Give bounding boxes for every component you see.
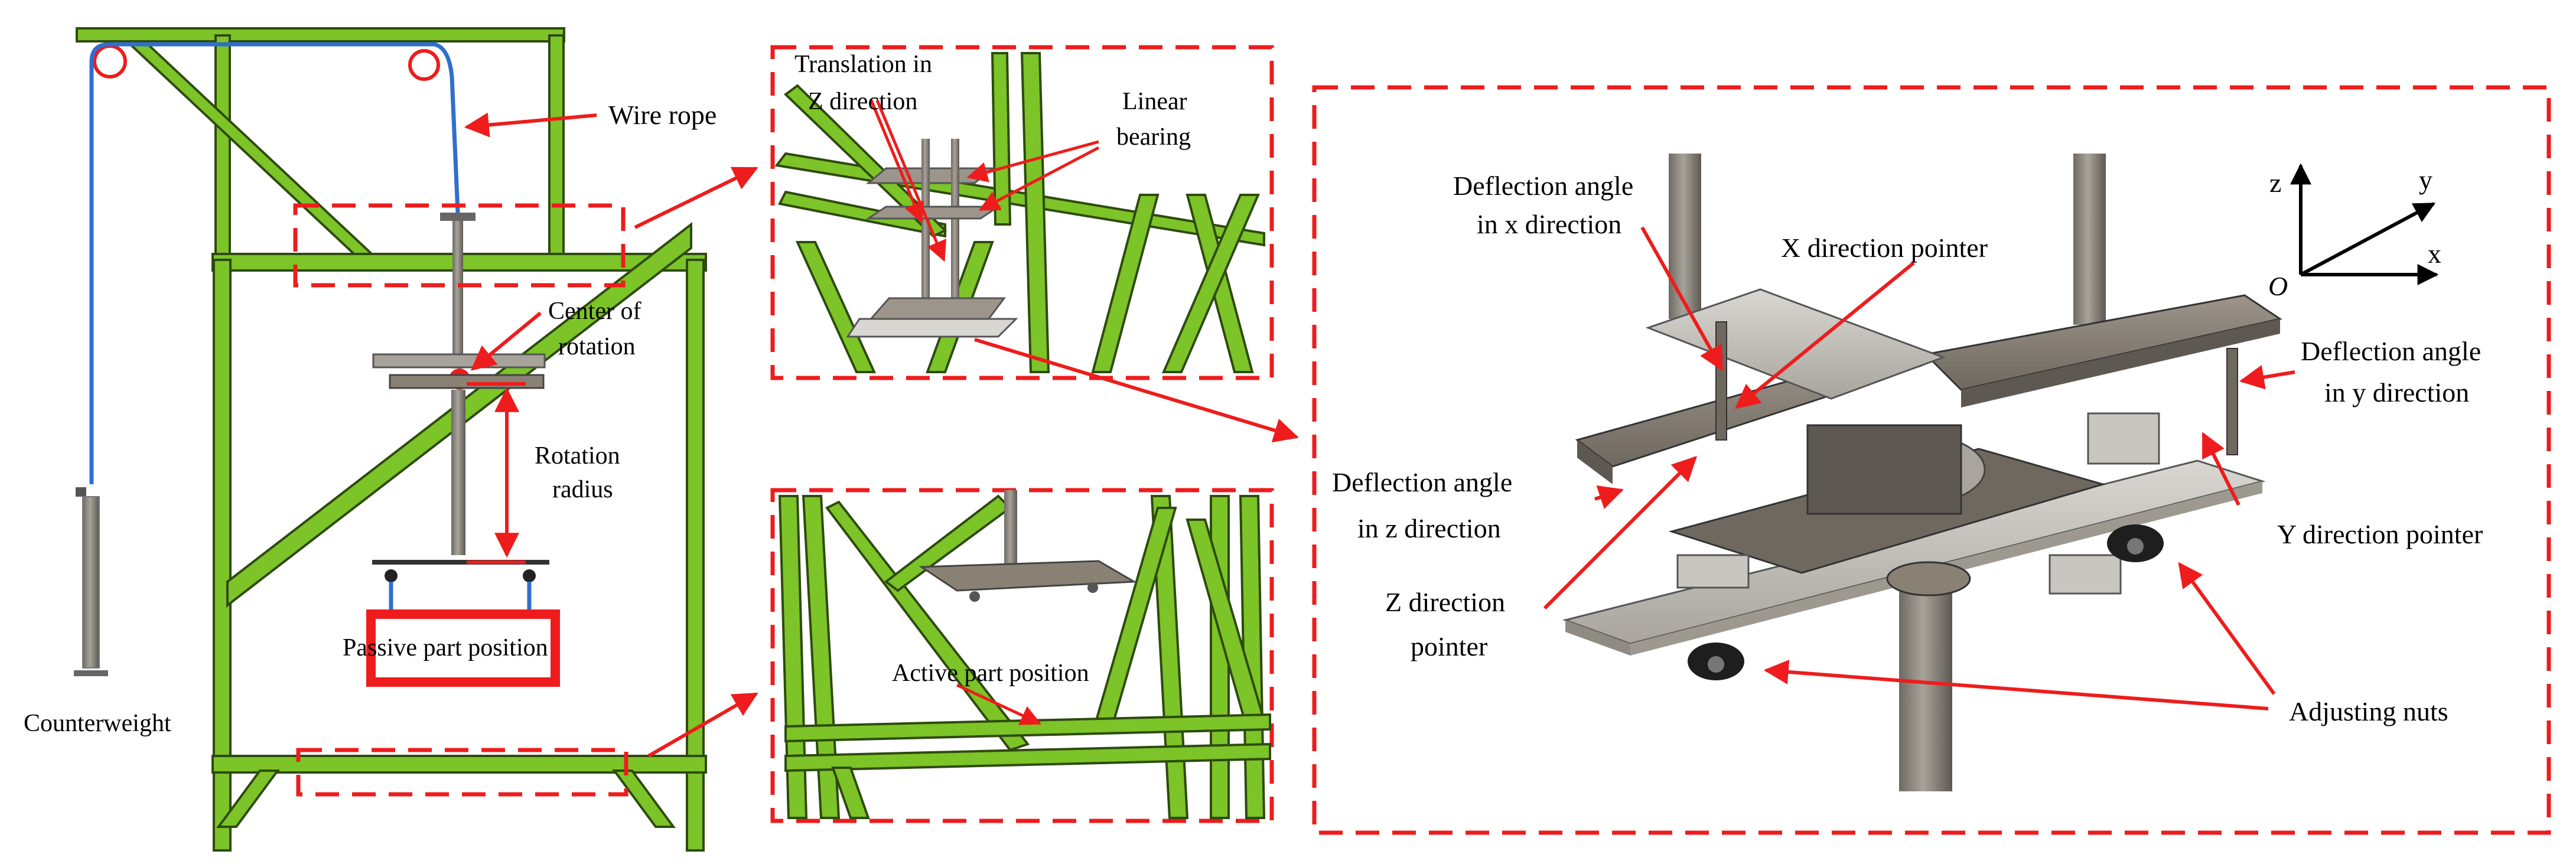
upper-callout-box bbox=[293, 203, 626, 288]
wire-rope bbox=[89, 42, 460, 484]
label-linear-bearing-2: bearing bbox=[1116, 123, 1191, 151]
label-z-pointer-1: Z direction bbox=[1385, 587, 1505, 617]
label-linear-bearing-1: Linear bbox=[1122, 88, 1187, 115]
label-wire-rope: Wire rope bbox=[608, 100, 717, 130]
wire-rope-arrow bbox=[464, 112, 597, 138]
label-adjusting-nuts: Adjusting nuts bbox=[2289, 696, 2448, 726]
axis-x-label: x bbox=[2428, 239, 2441, 269]
axis-y-label: y bbox=[2419, 165, 2432, 195]
lower-callout-box bbox=[296, 748, 628, 797]
label-rotation-radius-2: radius bbox=[552, 476, 613, 503]
label-deflection-z-1: Deflection angle bbox=[1332, 467, 1512, 497]
frame-top-beam bbox=[76, 27, 565, 43]
adjusting-nut-right bbox=[2107, 524, 2164, 562]
label-passive-part-position: Passive part position bbox=[343, 634, 548, 661]
adjusting-nut-left bbox=[1688, 643, 1744, 680]
label-y-pointer: Y direction pointer bbox=[2277, 519, 2483, 549]
coordinate-axes: z y x O bbox=[2268, 163, 2441, 301]
top-detail-panel: Translation in Z direction Linear bearin… bbox=[770, 45, 1300, 443]
frame-post-upper-left bbox=[214, 34, 231, 261]
frame-post-upper-right bbox=[548, 34, 565, 267]
label-deflection-z-2: in z direction bbox=[1357, 513, 1501, 543]
right-detail-panel: z y x O Deflection angle in x direction … bbox=[1312, 85, 2551, 835]
counterweight bbox=[74, 487, 108, 676]
axis-z-label: z bbox=[2269, 168, 2281, 198]
top-detail-link bbox=[974, 338, 1300, 443]
axis-origin-label: O bbox=[2268, 271, 2288, 301]
label-deflection-x-2: in x direction bbox=[1477, 209, 1621, 239]
upper-light-plate bbox=[1645, 288, 1946, 400]
frame-diagonal-upper bbox=[123, 40, 382, 261]
label-deflection-y-2: in y direction bbox=[2324, 377, 2469, 407]
frame-post-lower-right bbox=[686, 259, 705, 852]
label-translation-1: Translation in bbox=[794, 51, 932, 78]
label-deflection-x-1: Deflection angle bbox=[1453, 171, 1633, 201]
upper-callout-link bbox=[634, 167, 758, 229]
left-frame-overview: Wire rope Center of rotation Rotation ra… bbox=[24, 27, 758, 852]
pulley-right bbox=[408, 49, 440, 81]
label-rotation-radius-1: Rotation bbox=[535, 442, 620, 470]
passive-part-box bbox=[366, 609, 560, 687]
bottom-detail-border bbox=[770, 488, 1274, 823]
top-detail-border bbox=[770, 45, 1274, 380]
label-counterweight: Counterweight bbox=[24, 710, 171, 737]
pulley-left bbox=[93, 44, 127, 79]
label-center-of-rotation-2: rotation bbox=[558, 333, 636, 360]
center-of-rotation-arrow bbox=[470, 311, 542, 371]
rotation-assembly bbox=[372, 213, 549, 611]
frame-post-lower-left bbox=[213, 259, 232, 852]
label-active-part-position: Active part position bbox=[892, 660, 1089, 687]
active-part-arrow bbox=[956, 683, 1042, 725]
label-center-of-rotation-1: Center of bbox=[548, 298, 641, 325]
bottom-detail-panel: Active part position bbox=[770, 488, 1274, 823]
label-deflection-y-1: Deflection angle bbox=[2301, 336, 2481, 366]
frame-bottom-diagonal-left bbox=[216, 770, 280, 828]
label-x-pointer: X direction pointer bbox=[1781, 233, 1988, 263]
lower-callout-link bbox=[647, 692, 758, 758]
label-z-pointer-2: pointer bbox=[1411, 631, 1487, 661]
label-translation-2: Z direction bbox=[808, 88, 917, 115]
frame-bottom-diagonal-right bbox=[612, 770, 676, 828]
